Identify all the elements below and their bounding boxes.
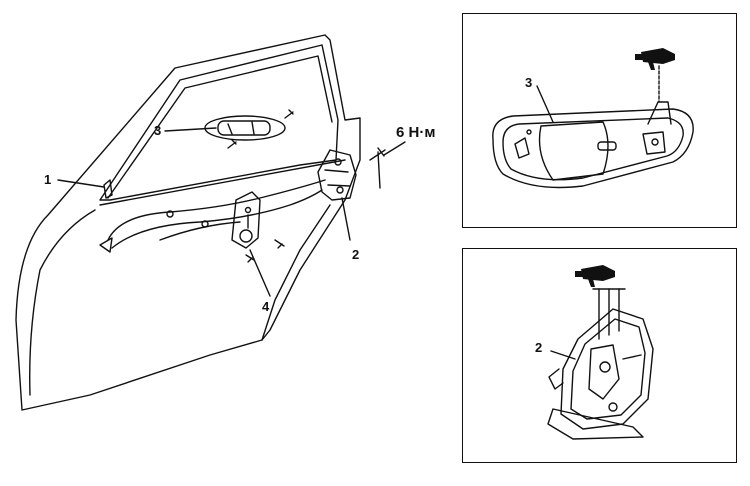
part-label-1: 1 bbox=[44, 172, 52, 187]
latch-body bbox=[560, 308, 654, 430]
lock-rod-upper bbox=[107, 179, 326, 241]
lock-actuator bbox=[231, 191, 261, 249]
handle-drawing bbox=[492, 48, 694, 189]
torque-label: 6 Н·м bbox=[396, 124, 436, 141]
part-label-3: 3 bbox=[154, 123, 162, 138]
latch-drawing bbox=[547, 265, 654, 440]
grease-gun-icon bbox=[635, 48, 675, 70]
window-frame bbox=[99, 44, 339, 201]
handle-lever bbox=[538, 121, 609, 181]
inset-latch-label: 2 bbox=[535, 340, 543, 355]
inside-handle-recess bbox=[204, 115, 286, 141]
grease-gun-icon bbox=[575, 265, 615, 287]
part-label-2: 2 bbox=[352, 247, 360, 262]
lock-rod-lower bbox=[111, 189, 323, 249]
inset-latch: 2 bbox=[462, 248, 737, 463]
door-outline bbox=[15, 34, 361, 411]
latch-assembly bbox=[317, 149, 357, 201]
part-label-4: 4 bbox=[262, 299, 270, 314]
inset-handle: 3 bbox=[462, 13, 737, 228]
inset-handle-label: 3 bbox=[525, 75, 533, 90]
